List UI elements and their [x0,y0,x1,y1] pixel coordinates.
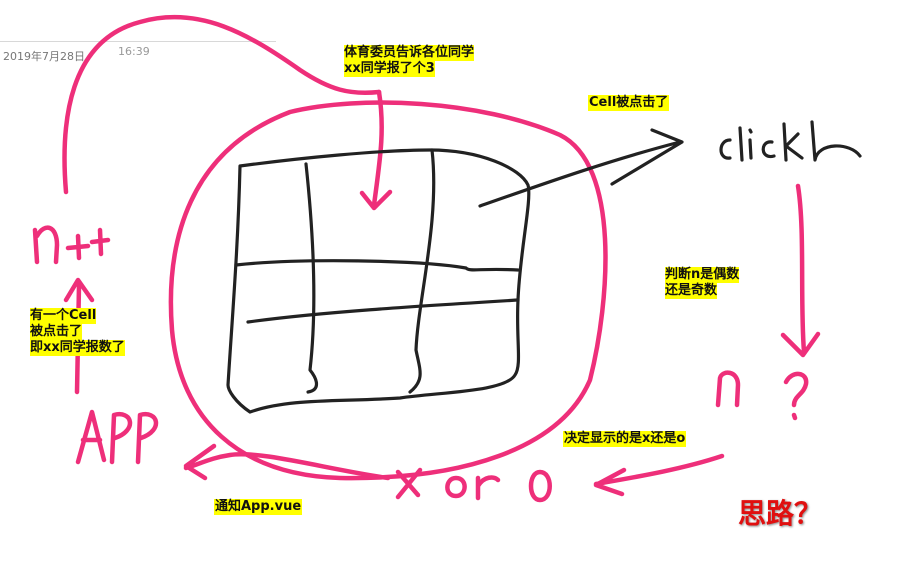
parity-note-line1: 判断n是偶数 [665,267,740,283]
cell-reported-note: 有一个Cell 被点击了 即xx同学报数了 [29,308,126,356]
click-glyph [719,120,862,162]
monitor-arrow [371,89,384,208]
cell-reported-line3: 即xx同学报数了 [30,340,125,356]
click-down-arrow [780,183,821,358]
monitor-note: 体育委员告诉各位同学 xx同学报了个3 [343,45,475,77]
decide-display-note: 决定显示的是x还是o [563,431,687,447]
feedback-loop [62,14,382,195]
grid-line-v2 [408,148,436,394]
page-title: 思路？ [738,497,823,530]
grid-line-h1 [234,259,520,272]
n-question-glyph [715,370,809,421]
cell-clicked-note: Cell被点击了 [588,95,670,111]
grid-outline [226,148,531,414]
board-circle [168,100,608,481]
header-divider [0,41,276,42]
notify-app-note: 通知App.vue [214,499,303,515]
x-or-o-glyph [395,467,552,503]
app-glyph [75,409,159,465]
decide-arrow [593,453,725,497]
cell-reported-line1: 有一个Cell [30,308,97,324]
monitor-note-line2: xx同学报了个3 [344,61,435,77]
parity-note-line2: 还是奇数 [665,283,718,299]
grid-line-v1 [304,162,319,394]
note-time: 16:39 [118,45,150,58]
notify-arrow [183,443,391,481]
monitor-arrowhead [359,189,393,211]
parity-note: 判断n是偶数 还是奇数 [664,267,740,299]
note-date: 2019年7月28日 [3,50,85,63]
cell-reported-line2: 被点击了 [30,324,83,340]
n-increment-glyph [32,225,111,265]
click-arrow [478,128,684,208]
monitor-note-line1: 体育委员告诉各位同学 [344,45,475,61]
grid-line-h2 [246,298,520,324]
